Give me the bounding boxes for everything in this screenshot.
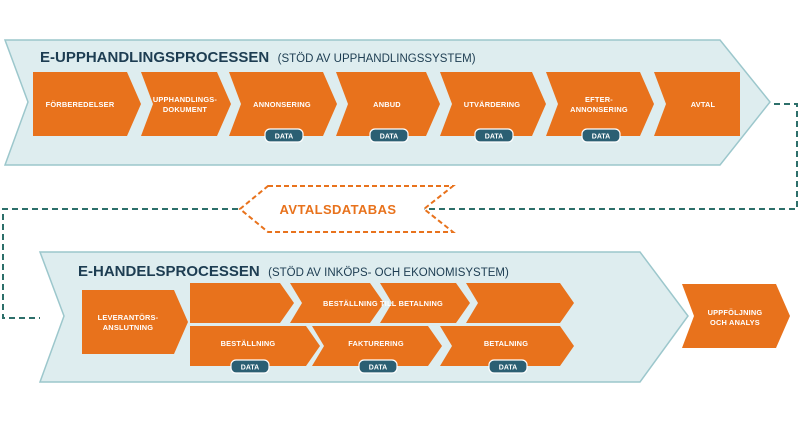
- step-top-0-label: FÖRBEREDELSER: [46, 100, 115, 109]
- step-top-1: [141, 72, 231, 136]
- step-top-2: [229, 72, 337, 136]
- span-segment-3: [466, 283, 574, 323]
- step-top-3-label: ANBUD: [373, 100, 401, 109]
- step-top-3: [336, 72, 440, 136]
- data-badge-bottom-2-label: DATA: [499, 365, 517, 372]
- step-top-4-label: UTVÄRDERING: [464, 100, 520, 109]
- step-bottom-0-label: BESTÄLLNING: [221, 339, 276, 348]
- data-badge-top-5: [581, 128, 621, 143]
- e-handel-heading: E-HANDELSPROCESSEN (STÖD AV INKÖPS- OCH …: [78, 263, 509, 280]
- span-label: BESTÄLLNING TILL BETALNING: [323, 299, 443, 308]
- avtalsdatabas-shape: [238, 185, 456, 233]
- span-segment-0: [190, 283, 294, 323]
- step-leverantorsanslutning-label: LEVERANTÖRS-ANSLUTNING: [98, 313, 159, 332]
- avtalsdatabas-label: AVTALSDATABAS: [280, 202, 397, 217]
- step-top-4: [440, 72, 546, 136]
- step-bottom-2-label: BETALNING: [484, 339, 528, 348]
- connector-database-to-bottom: [2, 208, 238, 319]
- data-badge-top-2: [264, 128, 304, 143]
- step-top-5: [546, 72, 654, 136]
- step-leverantorsanslutning: [82, 290, 188, 354]
- data-badge-top-4-label: DATA: [485, 134, 503, 141]
- step-top-0: [33, 72, 141, 136]
- step-bottom-1-label: FAKTURERING: [348, 339, 404, 348]
- span-segment-2: [380, 283, 470, 323]
- connector-top-to-database: [423, 103, 798, 210]
- step-top-6: [654, 72, 740, 136]
- step-top-1-label: UPPHANDLINGS-DOKUMENT: [153, 95, 218, 114]
- step-bottom-1: [312, 326, 442, 366]
- data-badge-top-3-label: DATA: [380, 134, 398, 141]
- e-upphandling-heading: E-UPPHANDLINGSPROCESSEN (STÖD AV UPPHAND…: [40, 49, 476, 66]
- step-top-2-label: ANNONSERING: [253, 100, 311, 109]
- step-top-5-label: EFTER-ANNONSERING: [570, 95, 628, 114]
- data-badge-bottom-1: [358, 359, 398, 374]
- data-badge-bottom-0-label: DATA: [241, 365, 259, 372]
- data-badge-bottom-0: [230, 359, 270, 374]
- data-badge-bottom-2: [488, 359, 528, 374]
- data-badge-top-5-label: DATA: [592, 134, 610, 141]
- step-bottom-0: [190, 326, 320, 366]
- step-bottom-2: [440, 326, 574, 366]
- data-badge-top-2-label: DATA: [275, 134, 293, 141]
- step-top-6-label: AVTAL: [691, 100, 716, 109]
- step-uppfoljning: [682, 284, 790, 348]
- data-badge-top-3: [369, 128, 409, 143]
- data-badge-top-4: [474, 128, 514, 143]
- data-badge-bottom-1-label: DATA: [369, 365, 387, 372]
- span-segment-1: [290, 283, 384, 323]
